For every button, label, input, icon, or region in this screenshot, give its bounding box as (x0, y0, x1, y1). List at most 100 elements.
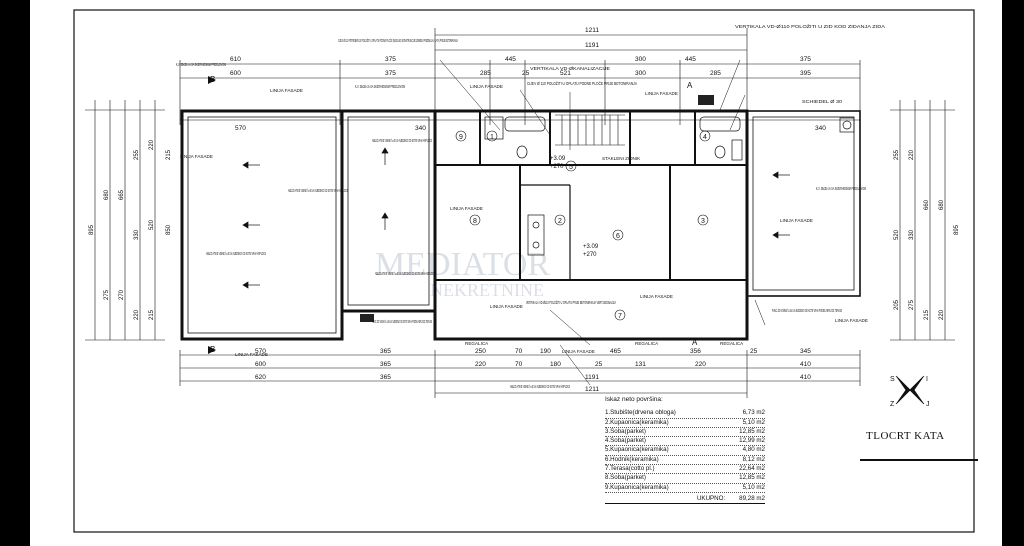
title-underline (860, 459, 978, 461)
svg-text:520: 520 (149, 219, 155, 230)
svg-text:215: 215 (166, 149, 172, 160)
svg-text:I: I (926, 376, 928, 383)
dim-bot-r2-3: 70 (515, 361, 523, 368)
top-dimension-texts: 1211 1191 610 375 445 300 445 375 600 37… (230, 27, 826, 132)
dim-bot-r2-6: 131 (635, 361, 646, 368)
section-marks: B B A A (208, 75, 698, 354)
leader-lines (439, 59, 766, 386)
svg-text:Z: Z (890, 401, 895, 408)
svg-text:LINIJA FASADE: LINIJA FASADE (235, 352, 268, 357)
svg-text:REGALICA: REGALICA (720, 341, 744, 346)
svg-text:1: 1 (490, 134, 494, 141)
dim-bot-r2-1: 365 (380, 361, 391, 368)
svg-text:REGALICA: REGALICA (465, 341, 489, 346)
svg-text:520: 520 (894, 229, 900, 240)
svg-text:9: 9 (459, 134, 463, 141)
svg-text:3: 3 (701, 218, 705, 225)
dim-top-r3-5: 375 (800, 56, 811, 63)
dim-top-r5-0: 570 (235, 125, 246, 132)
note-5a: ABLDO ATIKE VISINE h=40 cm NJEDEKO OD KO… (372, 138, 432, 143)
compass-rose (895, 375, 925, 405)
svg-text:205: 205 (894, 299, 900, 310)
drawing-title: TLOCRT KATA (866, 430, 945, 442)
dim-bot-overall: 1211 (585, 386, 599, 393)
svg-text:660: 660 (924, 199, 930, 210)
svg-text:A: A (687, 81, 693, 90)
dim-bot-r2-2: 220 (475, 361, 486, 368)
dim-bot-r1-5: 465 (610, 348, 621, 355)
dim-top-r4-7: 395 (800, 70, 811, 77)
note-10: ABLDO ATIKE VISINE h=40 cm NJEDEKO OD KO… (510, 384, 570, 389)
svg-text:220: 220 (149, 139, 155, 150)
dim-top-r4-5: 300 (635, 70, 646, 77)
dim-top-r4-3: 25 (522, 70, 530, 77)
dim-top-r3-0: 610 (230, 56, 241, 63)
svg-text:+270: +270 (550, 164, 564, 170)
svg-text:220: 220 (939, 309, 945, 320)
dim-bot-r2-0: 600 (255, 361, 266, 368)
dim-top-r4-6: 285 (710, 70, 721, 77)
bottom-dimension-texts: 570 365 250 70 190 465 356 25 345 600 36… (255, 348, 811, 393)
svg-text:+270: +270 (583, 252, 597, 258)
svg-text:+3.09: +3.09 (550, 156, 566, 162)
dim-bot-r3-2: 1191 (585, 374, 599, 381)
dim-bot-r2-5: 25 (595, 361, 603, 368)
note-7a: PUNC ZID VISINE h=184 cm NJEDENO OD KOTE… (372, 319, 432, 324)
annotation-notes: CIJEV Ø 110 POTREBNO JE POLOŽITI U OPLAT… (176, 22, 886, 389)
compass-letters: S I Z J (890, 376, 930, 408)
svg-text:LINIJA FASADE: LINIJA FASADE (470, 84, 503, 89)
dim-bot-r2-4: 180 (550, 361, 561, 368)
dim-bot-r3-1: 365 (380, 374, 391, 381)
dim-bot-r2-7: 220 (695, 361, 706, 368)
svg-text:5: 5 (569, 164, 573, 171)
svg-text:665: 665 (119, 189, 125, 200)
note-9b: K.V. 35x35 cm SA SKIDRHOSNIM PREDLOVOM (355, 84, 405, 89)
svg-text:680: 680 (104, 189, 110, 200)
side-dimension-lines (85, 100, 955, 341)
walls (180, 109, 861, 341)
svg-text:+3.09: +3.09 (583, 244, 599, 250)
watermark-sub: NEKRETNINE (430, 280, 544, 300)
dim-bot-r1-8: 345 (800, 348, 811, 355)
dim-top-r4-4: 521 (560, 70, 571, 77)
note-8: SCHIEDEL Ø 30 (802, 99, 843, 104)
area-total: UKUPNO:89,28 m2 (605, 495, 765, 505)
svg-text:215: 215 (149, 309, 155, 320)
dim-top-r4-0: 600 (230, 70, 241, 77)
svg-text:270: 270 (119, 289, 125, 300)
drawing-sheet: MEDIATOR NEKRETNINE 1211 1191 610 375 44… (30, 0, 1002, 546)
area-row: 8.Soba(parket)12,85 m2 (605, 474, 765, 484)
note-4: CIJEV Ø 110 POLOŽITI U OPLATU PODNE PLOČ… (527, 79, 638, 86)
dim-bot-r1-0: 570 (255, 348, 266, 355)
svg-text:895: 895 (89, 224, 95, 235)
bathroom-fixtures (484, 116, 855, 256)
svg-text:255: 255 (134, 149, 140, 160)
dim-bot-r1-3: 70 (515, 348, 523, 355)
wall-block (360, 314, 374, 322)
svg-text:6: 6 (616, 233, 620, 240)
left-roof-slab (180, 109, 344, 341)
drawing-frame (73, 9, 975, 533)
dim-top-r5-1: 340 (415, 125, 426, 132)
note-1: CIJEV Ø 110 POTREBNO JE POLOŽITI U OPLAT… (338, 36, 458, 43)
area-row: 9.Kupaonica(keramika)5,10 m2 (605, 484, 765, 493)
svg-text:B: B (210, 345, 215, 354)
svg-text:680: 680 (939, 199, 945, 210)
note-7b: PUNC ZID VISINE h=184 cm NJEDENO OD KOTE… (772, 308, 842, 313)
svg-text:STAKLENI ZIDNIK: STAKLENI ZIDNIK (602, 156, 641, 161)
svg-text:220: 220 (134, 309, 140, 320)
fasade-labels: LINIJA FASADE LINIJA FASADE LINIJA FASAD… (180, 84, 868, 357)
svg-text:330: 330 (134, 229, 140, 240)
bottom-dimension-lines (179, 350, 861, 398)
slope-arrows (242, 147, 790, 289)
area-table: Iskaz neto površina: 1.Stubište(drvena o… (605, 396, 765, 505)
svg-text:220: 220 (909, 149, 915, 160)
svg-text:4: 4 (703, 134, 707, 141)
svg-text:LINIJA FASADE: LINIJA FASADE (450, 206, 483, 211)
note-3: VERTIKALA VD-ØKANALIZACIJE (530, 66, 610, 71)
side-dimension-texts: 895 680 275 665 270 330 255 220 520 220 … (89, 139, 960, 320)
dim-bot-r1-7: 25 (750, 348, 758, 355)
svg-text:S: S (890, 376, 895, 383)
svg-text:2: 2 (558, 218, 562, 225)
svg-text:REGALICA: REGALICA (635, 341, 659, 346)
